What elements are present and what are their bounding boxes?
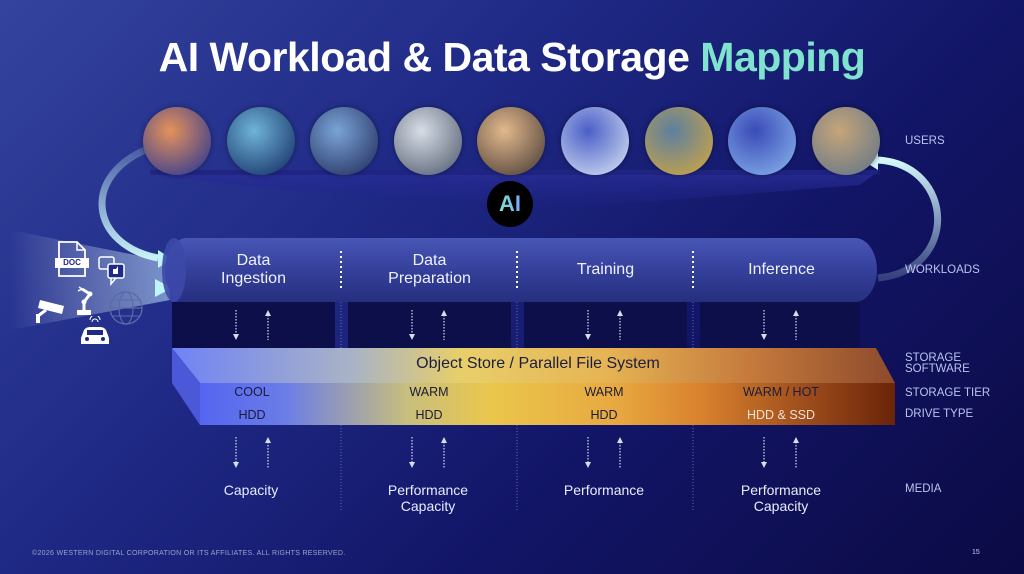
up-arrow-head (617, 310, 623, 316)
security-camera-icon (36, 300, 64, 323)
workload-pipe (165, 238, 877, 302)
down-arrow-head (409, 334, 415, 340)
up-arrow-head (441, 437, 447, 443)
office-worker-laptop-photo (561, 107, 629, 175)
row-label-workloads: WORKLOADS (905, 264, 980, 276)
up-arrow-head (793, 310, 799, 316)
workload-training: Training (576, 261, 635, 278)
document-icon: DOC (55, 241, 89, 277)
workload-data-preparation: Data Preparation (388, 252, 471, 287)
up-arrow-head (265, 437, 271, 443)
storage-tier-warm: WARM (409, 385, 449, 399)
robot-arm-icon (77, 286, 93, 315)
drive-type-hdd-ssd: HDD & SSD (746, 408, 816, 422)
page-number: 15 (972, 549, 980, 556)
autonomous-car-photo (644, 107, 713, 175)
row-label-drive-type: DRIVE TYPE (905, 408, 974, 420)
chat-bubbles-icon (98, 256, 125, 286)
up-arrow-head (793, 437, 799, 443)
storage-tier-cool: COOL (234, 385, 270, 399)
media-capacity: Capacity (223, 482, 279, 498)
drive-type-hdd: HDD (238, 408, 266, 422)
storage-bar-side (172, 348, 200, 425)
media-performance: Performance (563, 482, 645, 498)
copyright-footer: ©2026 WESTERN DIGITAL CORPORATION OR ITS… (32, 550, 346, 557)
storage-tier-warm-hot: WARM / HOT (743, 385, 819, 399)
row-label-storage-software: STORAGE SOFTWARE (905, 352, 970, 375)
up-arrow-head (265, 310, 271, 316)
connected-car-icon (81, 316, 109, 344)
down-arrow-head (233, 462, 239, 468)
down-arrow-head (409, 462, 415, 468)
globe-www-icon (109, 291, 143, 325)
storage-software-label: Object Store / Parallel File System (416, 355, 660, 372)
workload-inference: Inference (748, 261, 815, 278)
shopper-photo (477, 107, 546, 175)
row-label-media: MEDIA (905, 483, 942, 495)
row-label-storage-tier: STORAGE TIER (905, 387, 991, 399)
media-performance-capacity: Performance Capacity (387, 482, 469, 514)
storage-software-bar-top (172, 348, 895, 383)
robotic-arm-photo (393, 107, 462, 175)
down-arrow-head (761, 462, 767, 468)
news-screens-photo (728, 107, 797, 175)
left-arc-arrow (98, 144, 159, 262)
right-arc-arrow (877, 156, 942, 282)
scientist-hologram-photo (310, 107, 379, 175)
warehouse-robot-photo (811, 107, 880, 175)
workload-data-ingestion: Data Ingestion (221, 252, 286, 287)
ai-badge: AI (487, 181, 533, 227)
row-label-users: USERS (905, 135, 945, 147)
down-arrow-head (585, 334, 591, 340)
financial-chart-photo (226, 107, 295, 175)
down-arrow-head (761, 334, 767, 340)
title-main: AI Workload & Data Storage (158, 34, 690, 80)
title-accent: Mapping (700, 34, 866, 80)
storage-tier-warm: WARM (584, 385, 624, 399)
up-arrow-head (617, 437, 623, 443)
drive-type-hdd: HDD (590, 408, 618, 422)
arrow-head-icon (155, 279, 172, 297)
up-arrow-head (441, 310, 447, 316)
storage-bar-front (200, 383, 895, 425)
page-title: AI Workload & Data Storage Mapping (0, 34, 1024, 81)
media-performance-capacity: Performance Capacity (740, 482, 822, 514)
down-arrow-head (233, 334, 239, 340)
down-arrow-head (585, 462, 591, 468)
vr-gamer-photo (143, 107, 211, 175)
drive-type-hdd: HDD (415, 408, 443, 422)
